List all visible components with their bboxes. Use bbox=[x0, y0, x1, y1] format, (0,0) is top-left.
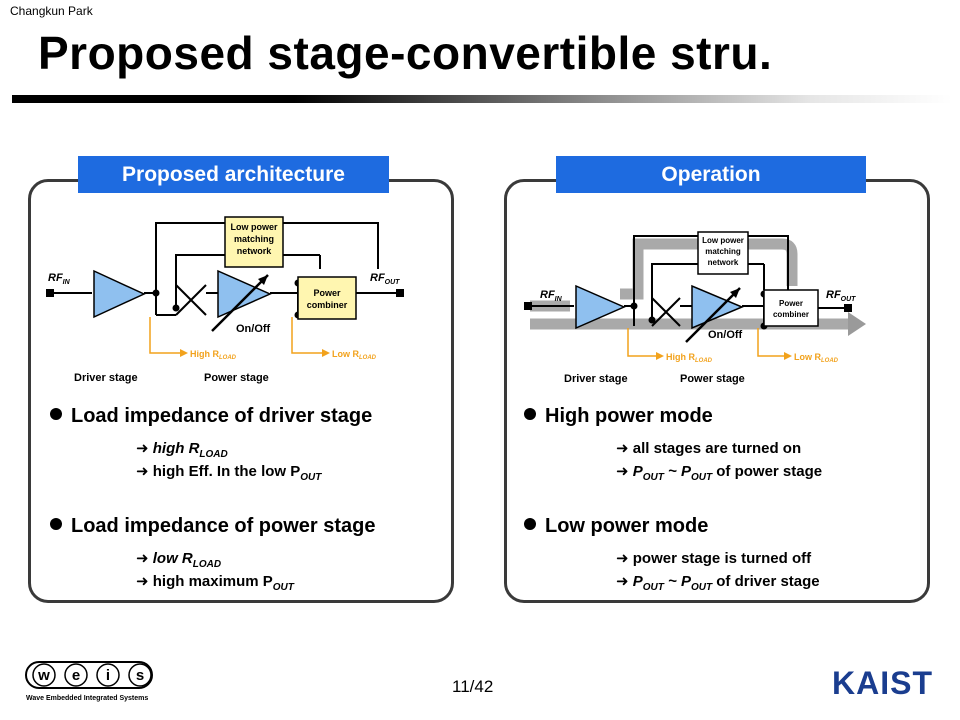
page-number: 11/42 bbox=[452, 677, 494, 696]
op-matching-label-2: matching bbox=[705, 247, 741, 256]
rf-out-label: RFOUT bbox=[370, 272, 400, 286]
svg-text:e: e bbox=[72, 667, 80, 684]
matching-label-1: Low power bbox=[231, 222, 278, 232]
author-name: Changkun Park bbox=[10, 4, 93, 18]
bullet-dot-icon bbox=[524, 408, 536, 420]
low-rload-label: Low RLOAD bbox=[332, 349, 377, 361]
op-matching-label-3: network bbox=[708, 258, 739, 267]
bullet-low-power-mode: Low power mode bbox=[524, 515, 708, 538]
sub-pout-driver-stage: ➜ POUT ~ POUT of driver stage bbox=[616, 573, 820, 593]
sub-high-max-pout: ➜ high maximum POUT bbox=[136, 573, 294, 593]
op-combiner-label-2: combiner bbox=[773, 310, 809, 319]
sub-high-eff: ➜ high Eff. In the low POUT bbox=[136, 463, 322, 483]
sub-power-stage-off: ➜ power stage is turned off bbox=[616, 550, 812, 567]
operation-diagram: Low power matching network Power combine… bbox=[524, 231, 866, 385]
combiner-label-2: combiner bbox=[307, 300, 348, 310]
op-rf-in-label: RFIN bbox=[540, 289, 563, 303]
operation-tab: Operation bbox=[556, 156, 866, 193]
weis-logo: w e i s Wave Embedded Integrated Systems bbox=[25, 661, 153, 702]
sub-pout-power-stage: ➜ POUT ~ POUT of power stage bbox=[616, 463, 823, 483]
op-combiner-label-1: Power bbox=[779, 299, 803, 308]
op-matching-label-1: Low power bbox=[702, 236, 744, 245]
slide-title: Proposed stage-convertible stru. bbox=[38, 27, 773, 79]
bullet-dot-icon bbox=[50, 408, 62, 420]
op-high-rload-label: High RLOAD bbox=[666, 352, 713, 364]
sub-all-stages-on: ➜ all stages are turned on bbox=[616, 440, 802, 457]
bullet-power-impedance: Load impedance of power stage bbox=[50, 515, 376, 538]
sub-high-rload: ➜ high RLOAD bbox=[136, 440, 228, 460]
rf-in-label: RFIN bbox=[48, 272, 71, 286]
operation-panel bbox=[504, 179, 930, 603]
kaist-logo: KAIST bbox=[832, 665, 933, 700]
matching-label-2: matching bbox=[234, 234, 274, 244]
matching-label-3: network bbox=[237, 246, 273, 256]
architecture-diagram: Low power matching network Power combine… bbox=[46, 216, 404, 384]
op-driver-stage-label: Driver stage bbox=[564, 373, 628, 385]
sub-low-rload: ➜ low RLOAD bbox=[136, 550, 222, 570]
op-power-stage-label: Power stage bbox=[680, 373, 745, 385]
svg-text:i: i bbox=[106, 667, 110, 684]
svg-text:w: w bbox=[37, 667, 50, 684]
onoff-label: On/Off bbox=[236, 323, 271, 335]
weis-caption: Wave Embedded Integrated Systems bbox=[26, 695, 148, 702]
op-rf-out-label: RFOUT bbox=[826, 289, 856, 303]
power-stage-label: Power stage bbox=[204, 372, 269, 384]
svg-text:s: s bbox=[136, 667, 144, 684]
high-rload-label: High RLOAD bbox=[190, 349, 237, 361]
bullet-dot-icon bbox=[524, 518, 536, 530]
svg-text:KAIST: KAIST bbox=[832, 665, 933, 700]
bullet-driver-impedance: Load impedance of driver stage bbox=[50, 405, 372, 428]
bullet-dot-icon bbox=[50, 518, 62, 530]
combiner-label-1: Power bbox=[313, 288, 341, 298]
op-onoff-label: On/Off bbox=[708, 329, 743, 341]
architecture-tab: Proposed architecture bbox=[78, 156, 389, 193]
bullet-high-power-mode: High power mode bbox=[524, 405, 713, 428]
op-low-rload-label: Low RLOAD bbox=[794, 352, 839, 364]
driver-stage-label: Driver stage bbox=[74, 372, 138, 384]
title-underline-bar bbox=[12, 95, 952, 103]
